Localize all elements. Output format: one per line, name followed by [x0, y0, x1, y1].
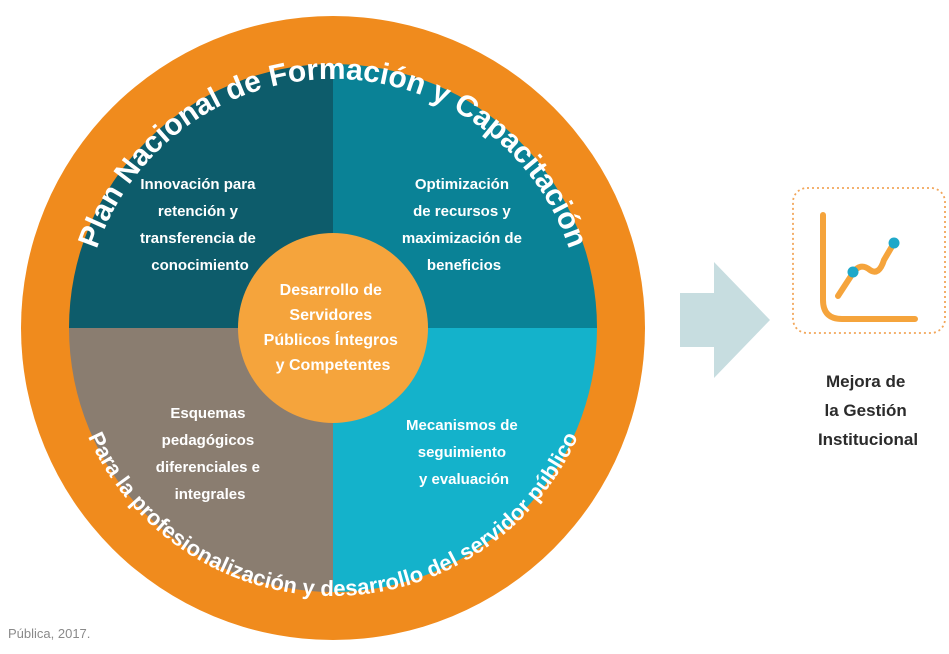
center-line: Públicos Íntegros [264, 330, 398, 349]
result-label-line: Institucional [818, 430, 918, 449]
quadrant-top-right-line: beneficios [427, 257, 501, 274]
center-line: Servidores [289, 307, 372, 324]
quadrant-top-left-line: Innovación para [140, 176, 256, 193]
quadrant-top-left-line: transferencia de [140, 230, 256, 247]
center-line: y Competentes [276, 357, 391, 374]
icon-trend-line [835, 240, 897, 299]
quadrant-top-right-line: de recursos y [413, 203, 511, 220]
quadrant-top-left-line: retención y [158, 203, 239, 220]
quadrant-bottom-left-line: Esquemas [170, 405, 245, 422]
quadrant-bottom-right-text: Mecanismos de seguimiento y evaluación [406, 417, 522, 488]
quadrant-top-right-line: maximización de [402, 230, 522, 247]
icon-dot [847, 266, 859, 278]
growth-chart-icon [792, 187, 946, 334]
quadrant-bottom-left-text: Esquemas pedagógicos diferenciales e int… [156, 405, 264, 503]
result-label: Mejora de la Gestión Institucional [818, 372, 918, 449]
quadrant-bottom-left-line: pedagógicos [162, 432, 255, 449]
quadrant-bottom-right-line: y evaluación [419, 471, 509, 488]
source-text: Pública, 2017. [8, 626, 90, 641]
right-arrow-icon [680, 262, 770, 378]
result-label-line: la Gestión [825, 401, 907, 420]
quadrant-bottom-left-line: diferenciales e [156, 459, 260, 476]
quadrant-top-right-text: Optimización de recursos y maximización … [402, 176, 526, 274]
center-circle [238, 233, 428, 423]
icon-axis [820, 212, 918, 322]
result-label-line: Mejora de [826, 372, 905, 391]
quadrant-bottom-left-line: integrales [175, 486, 246, 503]
icon-box [792, 187, 946, 334]
quadrant-top-left-text: Innovación para retención y transferenci… [140, 176, 260, 274]
center-line: Desarrollo de [280, 282, 382, 299]
quadrant-bottom-right-line: seguimiento [418, 444, 506, 461]
quadrant-bottom-right-line: Mecanismos de [406, 417, 518, 434]
icon-dot [888, 237, 900, 249]
center-text: Desarrollo de Servidores Públicos Íntegr… [264, 282, 403, 374]
quadrant-top-right-line: Optimización [415, 176, 509, 193]
quadrant-top-left-line: conocimiento [151, 257, 249, 274]
